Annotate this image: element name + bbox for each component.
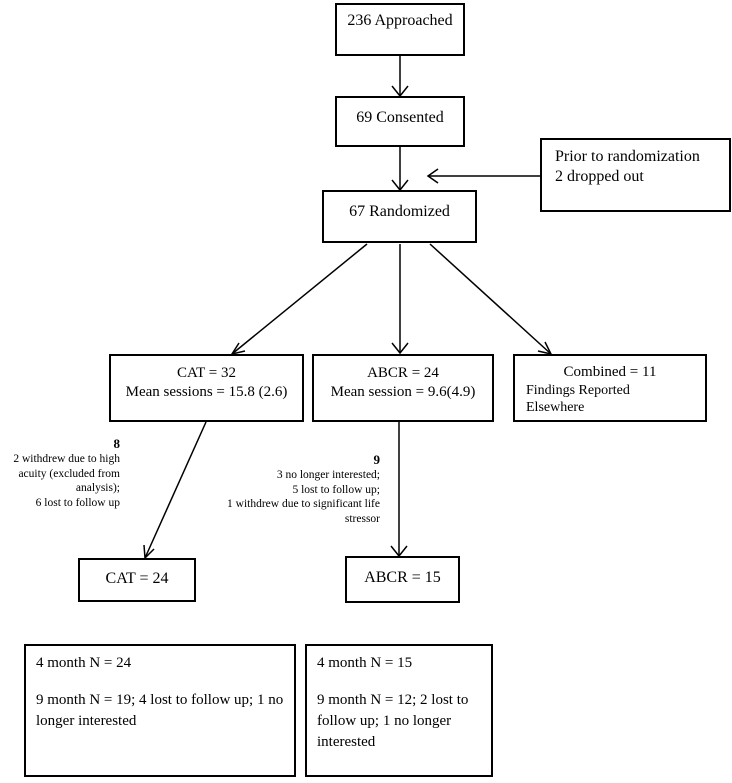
consented-label: 69 Consented [356, 109, 444, 126]
cat-group-box: CAT = 32 Mean sessions = 15.8 (2.6) [109, 354, 304, 422]
cat-followup-9month: 9 month N = 19; 4 lost to follow up; 1 n… [36, 692, 284, 729]
abcr-group-box: ABCR = 24 Mean session = 9.6(4.9) [312, 354, 494, 422]
abcr-attrition-note: 9 3 no longer interested; 5 lost to foll… [200, 452, 380, 526]
abcr-attrition-count: 9 [373, 452, 381, 467]
abcr-group-sessions: Mean session = 9.6(4.9) [330, 384, 476, 400]
cat-attrition-line-2: acuity (excluded from [18, 467, 120, 480]
abcr-group-title: ABCR = 24 [367, 365, 439, 381]
abcr-followup-4month: 4 month N = 15 [317, 655, 413, 671]
abcr-final-box: ABCR = 15 [345, 556, 460, 603]
randomized-label: 67 Randomized [349, 203, 450, 220]
prior-line-2: 2 dropped out [555, 168, 644, 185]
prior-randomization-box: Prior to randomization 2 dropped out [540, 138, 731, 212]
arrow-randomized-to-combined [429, 243, 552, 355]
arrowhead [391, 342, 409, 355]
cat-attrition-line-1: 2 withdrew due to high [13, 453, 120, 465]
cat-attrition-line-3: analysis); [75, 482, 120, 494]
randomized-box: 67 Randomized [322, 190, 477, 243]
abcr-followup-9month: 9 month N = 12; 2 lost to follow up; 1 n… [317, 692, 469, 750]
arrowhead [426, 168, 439, 184]
cat-final-box: CAT = 24 [78, 558, 196, 602]
combined-title: Combined = 11 [563, 364, 657, 380]
prior-line-1: Prior to randomization [555, 148, 700, 165]
abcr-attrition-line-2: 5 lost to follow up; [292, 483, 380, 496]
cat-followup-box: 4 month N = 24 9 month N = 19; 4 lost to… [24, 644, 296, 777]
abcr-final-label: ABCR = 15 [364, 569, 441, 586]
combined-line-2: Findings Reported [526, 383, 630, 398]
arrow-randomized-to-cat [231, 243, 368, 355]
arrowhead [143, 544, 155, 560]
abcr-attrition-line-4: stressor [344, 512, 380, 525]
combined-group-box: Combined = 11 Findings Reported Elsewher… [513, 354, 707, 422]
combined-line-3: Elsewhere [526, 400, 585, 415]
abcr-attrition-line-3: 1 withdrew due to significant life [227, 498, 380, 510]
cat-group-title: CAT = 32 [176, 365, 237, 381]
abcr-attrition-line-1: 3 no longer interested; [276, 469, 380, 481]
approached-box: 236 Approached [335, 3, 465, 56]
cat-attrition-count: 8 [113, 436, 121, 451]
cat-final-label: CAT = 24 [105, 570, 169, 587]
cat-group-sessions: Mean sessions = 15.8 (2.6) [125, 384, 288, 400]
approached-label: 236 Approached [347, 12, 453, 29]
arrow-cat-to-final [144, 421, 207, 559]
abcr-followup-box: 4 month N = 15 9 month N = 12; 2 lost to… [305, 644, 493, 777]
cat-followup-4month: 4 month N = 24 [36, 655, 132, 671]
cat-attrition-note: 8 2 withdrew due to high acuity (exclude… [0, 436, 120, 510]
cat-attrition-line-4: 6 lost to follow up [35, 496, 120, 509]
consented-box: 69 Consented [335, 96, 465, 147]
